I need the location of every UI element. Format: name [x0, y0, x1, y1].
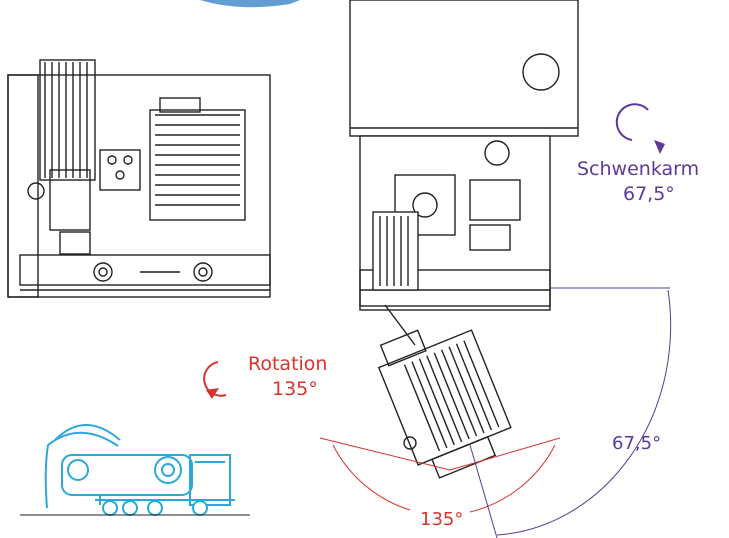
swing-arc: [469, 287, 672, 538]
rotate-ccw-arrow-icon: [203, 361, 227, 399]
top-view-drawing: [349, 0, 579, 479]
front-view-drawing: [7, 59, 271, 298]
header-remnant: [200, 0, 300, 8]
truck-icon: [20, 424, 250, 516]
swing-arc-value: 67,5°: [612, 433, 662, 454]
rotation-label: Rotation: [248, 353, 328, 375]
swing-label: Schwenkarm: [577, 158, 700, 180]
rotation-value: 135°: [272, 378, 318, 400]
rotate-cw-arrow-icon: [615, 103, 665, 154]
rotation-arc: [319, 437, 561, 513]
rotation-arc-value: 135°: [420, 509, 464, 530]
swing-value: 67,5°: [623, 183, 675, 205]
